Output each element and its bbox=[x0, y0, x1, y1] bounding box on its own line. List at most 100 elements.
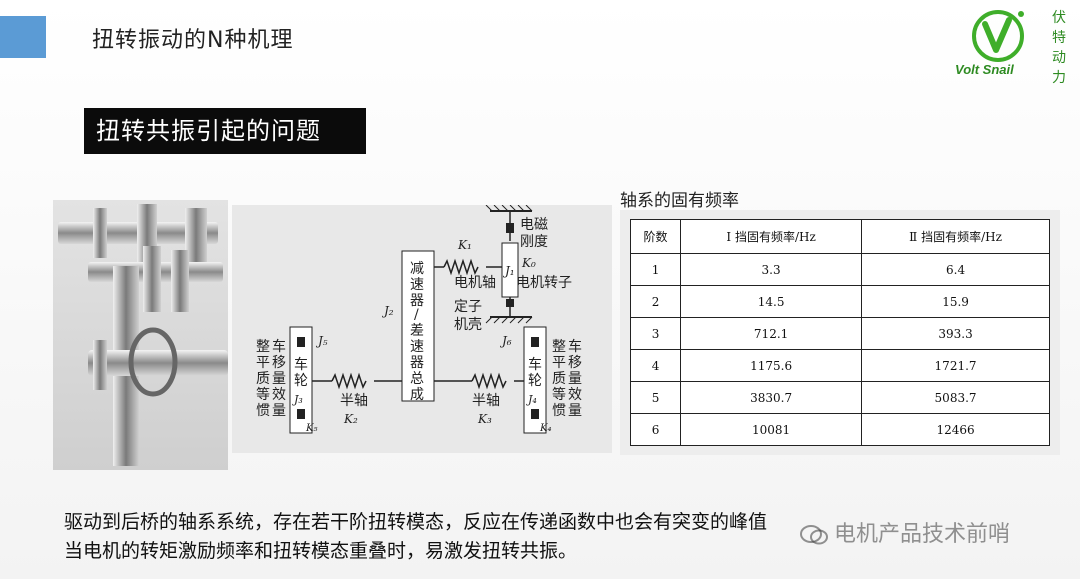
half-shaft-left-label: 半轴 bbox=[340, 393, 368, 409]
svg-text:车: 车 bbox=[272, 338, 286, 355]
torsion-model-diagram: J₁ 电磁 刚度 K₀ 电机转子 定子 机壳 K₁ 电机轴 减 速 器 / 差 … bbox=[232, 204, 612, 453]
logo-char: 力 bbox=[1052, 70, 1066, 86]
table-cell: 6 bbox=[629, 413, 682, 446]
table-cell: 15.9 bbox=[861, 285, 1050, 318]
svg-text:整: 整 bbox=[552, 339, 566, 355]
table-cell: 712.1 bbox=[680, 317, 863, 350]
gearbox-image bbox=[53, 200, 228, 470]
col-header-gear2: Ⅱ 挡固有频率/Hz bbox=[861, 219, 1050, 254]
motor-rotor-label: 电机转子 bbox=[516, 275, 572, 291]
svg-text:量: 量 bbox=[568, 403, 582, 419]
half-shaft-right-label: 半轴 bbox=[472, 393, 500, 409]
j1-label: J₁ bbox=[502, 264, 515, 278]
table-row: 6 10081 12466 bbox=[629, 413, 1050, 446]
caption-line-2: 当电机的转矩激励频率和扭转模态重叠时，易激发扭转共振。 bbox=[64, 540, 578, 562]
svg-text:效: 效 bbox=[272, 387, 286, 403]
table-cell: 5 bbox=[629, 381, 682, 414]
wechat-icon bbox=[800, 525, 828, 545]
wheel-right-label: 轮 bbox=[528, 373, 542, 389]
table-header-row: 阶数 Ⅰ 挡固有频率/Hz Ⅱ 挡固有频率/Hz bbox=[629, 219, 1050, 254]
svg-text:速: 速 bbox=[410, 339, 424, 355]
svg-text:器: 器 bbox=[410, 355, 424, 371]
j4-label: J₄ bbox=[526, 393, 537, 406]
motor-shaft-label: 电机轴 bbox=[454, 275, 496, 291]
k3-label: K₃ bbox=[477, 412, 492, 426]
table-cell: 3830.7 bbox=[680, 381, 863, 414]
section-title: 扭转共振引起的问题 bbox=[84, 108, 366, 154]
accent-bar bbox=[0, 16, 46, 58]
svg-text:差: 差 bbox=[410, 323, 424, 339]
watermark-text: 电机产品技术前哨 bbox=[834, 522, 1011, 547]
svg-text:平: 平 bbox=[552, 355, 566, 371]
table-cell: 14.5 bbox=[680, 285, 863, 318]
svg-text:成: 成 bbox=[410, 387, 424, 403]
svg-text:质: 质 bbox=[256, 371, 270, 387]
table-cell: 1721.7 bbox=[861, 349, 1050, 382]
svg-text:惯: 惯 bbox=[552, 402, 566, 419]
table-cell: 1 bbox=[629, 253, 682, 286]
table-cell: 6.4 bbox=[861, 253, 1050, 286]
svg-text:/: / bbox=[414, 307, 419, 323]
body-caption: 驱动到后桥的轴系系统，存在若干阶扭转模态，反应在传递函数中也会有突变的峰值 当电… bbox=[64, 508, 767, 566]
svg-text:量: 量 bbox=[272, 371, 286, 387]
table-cell: 393.3 bbox=[861, 317, 1050, 350]
stator-label: 机壳 bbox=[454, 316, 482, 333]
table-cell: 10081 bbox=[680, 413, 863, 446]
table-row: 4 1175.6 1721.7 bbox=[629, 349, 1050, 382]
j3-label: J₃ bbox=[292, 393, 303, 406]
svg-text:车: 车 bbox=[568, 338, 582, 355]
k4-label: K₄ bbox=[539, 423, 551, 434]
svg-text:减: 减 bbox=[410, 261, 424, 277]
wheel-left-label: 轮 bbox=[294, 373, 308, 389]
svg-text:器: 器 bbox=[410, 293, 424, 309]
gearbox-illustration bbox=[58, 204, 228, 466]
watermark: 电机产品技术前哨 bbox=[800, 516, 1010, 548]
k0-label: K₀ bbox=[521, 256, 536, 270]
svg-text:平: 平 bbox=[256, 355, 270, 371]
k5-label: K₅ bbox=[305, 423, 317, 434]
table-cell: 3.3 bbox=[680, 253, 863, 286]
logo-name: Volt Snail bbox=[955, 62, 1014, 77]
natural-frequency-table: 阶数 Ⅰ 挡固有频率/Hz Ⅱ 挡固有频率/Hz 1 3.3 6.4 2 14.… bbox=[629, 219, 1050, 446]
em-stiffness-label: 刚度 bbox=[520, 234, 548, 250]
table-cell: 1175.6 bbox=[680, 349, 863, 382]
svg-text:等: 等 bbox=[552, 386, 566, 403]
svg-text:移: 移 bbox=[568, 355, 582, 371]
wheel-right-label: 车 bbox=[528, 356, 542, 373]
k1-label: K₁ bbox=[457, 238, 472, 252]
wheel-left-label: 车 bbox=[294, 356, 308, 373]
reducer-label: 减 速 器 / 差 速 器 总 成 bbox=[410, 261, 424, 403]
em-stiffness-label: 电磁 bbox=[520, 217, 548, 233]
j6-label: J₆ bbox=[499, 334, 512, 348]
logo-char: 伏 bbox=[1052, 10, 1066, 26]
stator-label: 定子 bbox=[454, 299, 482, 315]
j5-label: J₅ bbox=[315, 334, 328, 348]
svg-text:等: 等 bbox=[256, 386, 270, 403]
svg-text:质: 质 bbox=[552, 371, 566, 387]
svg-text:效: 效 bbox=[568, 387, 582, 403]
logo-char: 特 bbox=[1052, 30, 1066, 46]
table-cell: 2 bbox=[629, 285, 682, 318]
logo-char: 动 bbox=[1052, 50, 1066, 66]
table-cell: 5083.7 bbox=[861, 381, 1050, 414]
torsion-schematic: J₁ 电磁 刚度 K₀ 电机转子 定子 机壳 K₁ 电机轴 减 速 器 / 差 … bbox=[256, 204, 582, 434]
left-mass-label: 整车 平移 质量 等效 惯量 bbox=[256, 338, 286, 419]
table-cell: 12466 bbox=[861, 413, 1050, 446]
svg-text:量: 量 bbox=[568, 371, 582, 387]
table-cell: 3 bbox=[629, 317, 682, 350]
right-mass-label: 整车 平移 质量 等效 惯量 bbox=[552, 338, 582, 419]
snail-logo-icon bbox=[972, 10, 1024, 62]
svg-text:量: 量 bbox=[272, 403, 286, 419]
svg-text:整: 整 bbox=[256, 339, 270, 355]
svg-text:移: 移 bbox=[272, 355, 286, 371]
k2-label: K₂ bbox=[343, 412, 358, 426]
caption-line-1: 驱动到后桥的轴系系统，存在若干阶扭转模态，反应在传递函数中也会有突变的峰值 bbox=[64, 511, 768, 533]
table-row: 5 3830.7 5083.7 bbox=[629, 381, 1050, 414]
logo-chinese: 伏 特 动 力 bbox=[1052, 8, 1070, 88]
table-row: 2 14.5 15.9 bbox=[629, 285, 1050, 318]
table-row: 1 3.3 6.4 bbox=[629, 253, 1050, 286]
table-cell: 4 bbox=[629, 349, 682, 382]
svg-text:总: 总 bbox=[410, 371, 424, 387]
j2-label: J₂ bbox=[381, 304, 394, 318]
slide-title: 扭转振动的N种机理 bbox=[92, 28, 294, 53]
